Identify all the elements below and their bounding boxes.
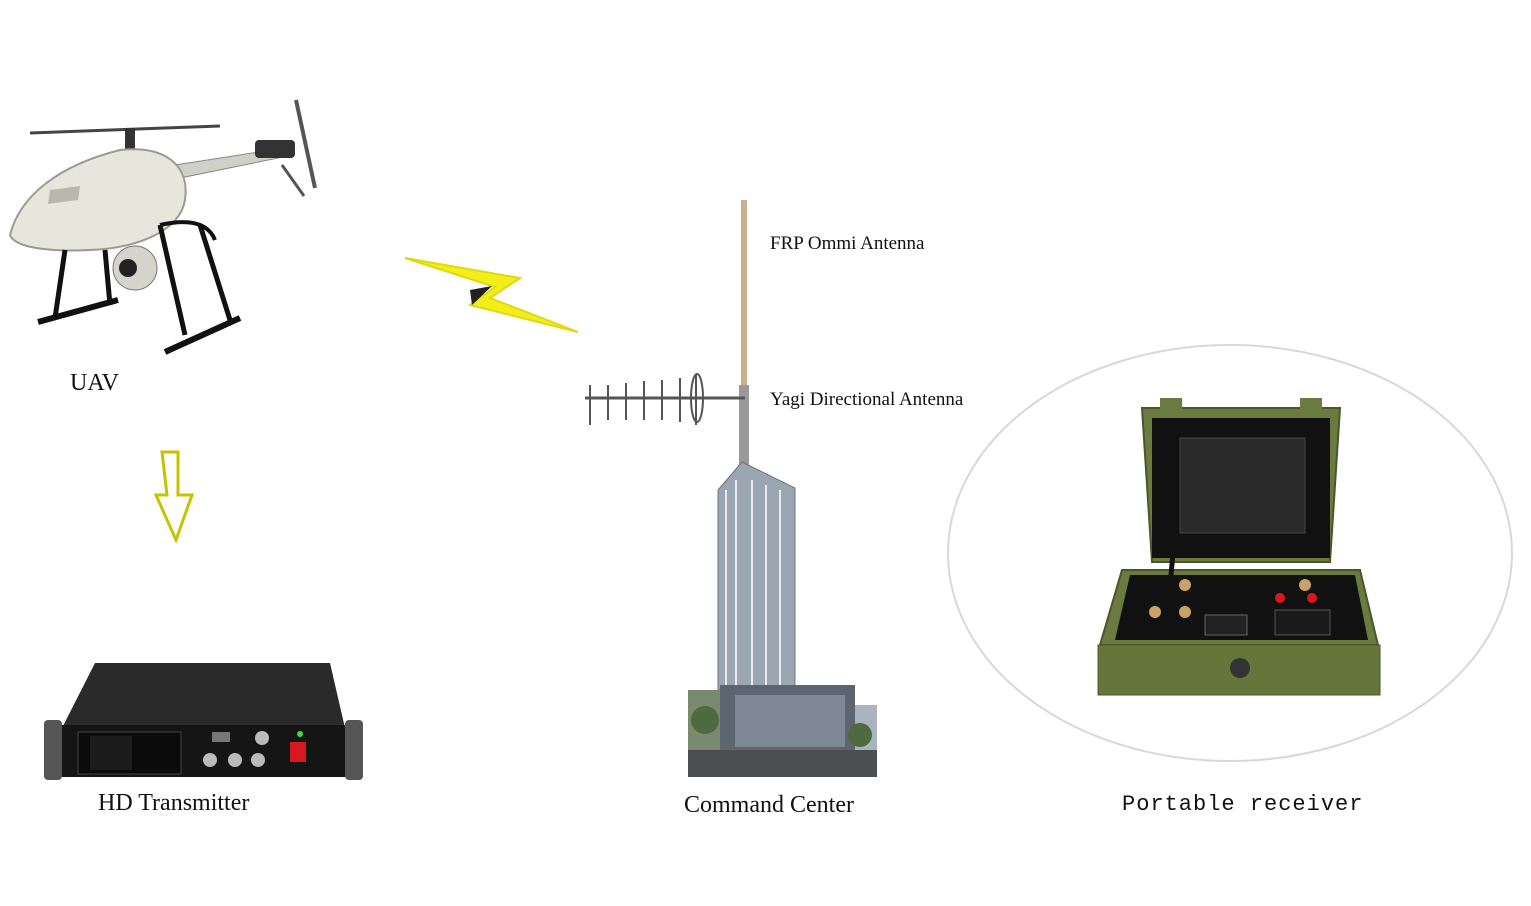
portable-receiver-label: Portable receiver xyxy=(1122,792,1364,817)
command-center-label: Command Center xyxy=(684,792,854,818)
uav-label: UAV xyxy=(70,370,119,396)
frp-omni-antenna-label: FRP Ommi Antenna xyxy=(770,233,925,254)
down-arrow-icon xyxy=(153,450,195,545)
portable-receiver-icon xyxy=(1097,398,1381,696)
command-center-tower-icon xyxy=(585,200,877,777)
lightning-bolt-icon xyxy=(404,257,579,333)
uav-helicopter-icon xyxy=(8,99,317,355)
receiver-highlight-ellipse xyxy=(947,344,1513,762)
yagi-antenna-label: Yagi Directional Antenna xyxy=(770,389,964,410)
hd-transmitter-icon xyxy=(44,663,363,780)
hd-transmitter-label: HD Transmitter xyxy=(98,790,250,816)
